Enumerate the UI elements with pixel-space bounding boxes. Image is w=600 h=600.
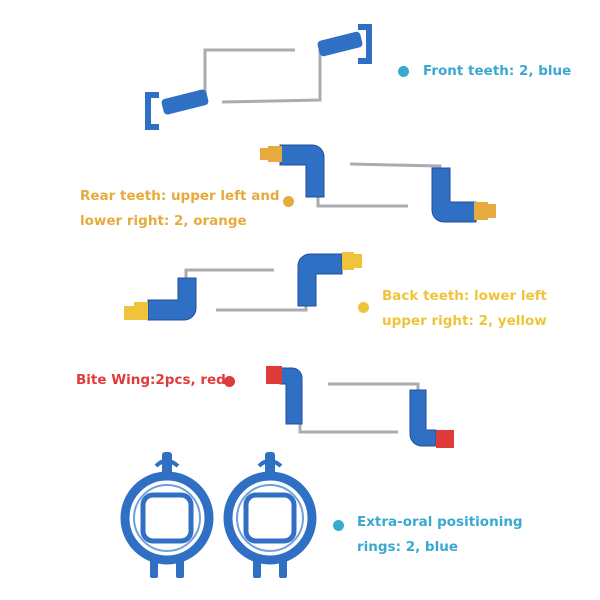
rings-label-line1: Extra-oral positioning: [357, 514, 523, 530]
rear-teeth-label-line2: lower right: 2, orange: [80, 213, 247, 229]
rings-dot: [333, 520, 344, 531]
bite-wing-label-text: Bite Wing:2pcs, red: [76, 372, 226, 388]
rings-label-line2: rings: 2, blue: [357, 539, 458, 555]
rear-teeth-holder-left: [260, 144, 408, 208]
rings-label: Extra-oral positioning rings: 2, blue: [357, 510, 523, 560]
positioning-ring-right: [223, 452, 317, 578]
bite-wing-dot: [224, 376, 235, 387]
bite-wing-label: Bite Wing:2pcs, red: [76, 368, 226, 393]
front-teeth-holder-left: [145, 48, 295, 130]
front-teeth-dot: [398, 66, 409, 77]
front-teeth-holder-right: [221, 24, 372, 104]
rear-teeth-label-line1: Rear teeth: upper left and: [80, 188, 280, 204]
rear-teeth-label: Rear teeth: upper left and lower right: …: [80, 184, 280, 234]
bite-wing-holder-left: [266, 366, 398, 434]
back-teeth-holder-right: [216, 252, 362, 312]
rear-teeth-dot: [283, 196, 294, 207]
back-teeth-label-line1: Back teeth: lower left: [382, 288, 548, 304]
back-teeth-holder-left: [124, 268, 274, 321]
back-teeth-label-line2: upper right: 2, yellow: [382, 313, 547, 329]
back-teeth-dot: [358, 302, 369, 313]
bite-wing-holder-right: [328, 382, 454, 448]
rear-teeth-holder-right: [349, 162, 496, 223]
positioning-ring-left: [120, 452, 214, 578]
front-teeth-label: Front teeth: 2, blue: [423, 59, 571, 84]
back-teeth-label: Back teeth: lower left upper right: 2, y…: [382, 284, 547, 334]
front-teeth-label-text: Front teeth: 2, blue: [423, 63, 572, 79]
